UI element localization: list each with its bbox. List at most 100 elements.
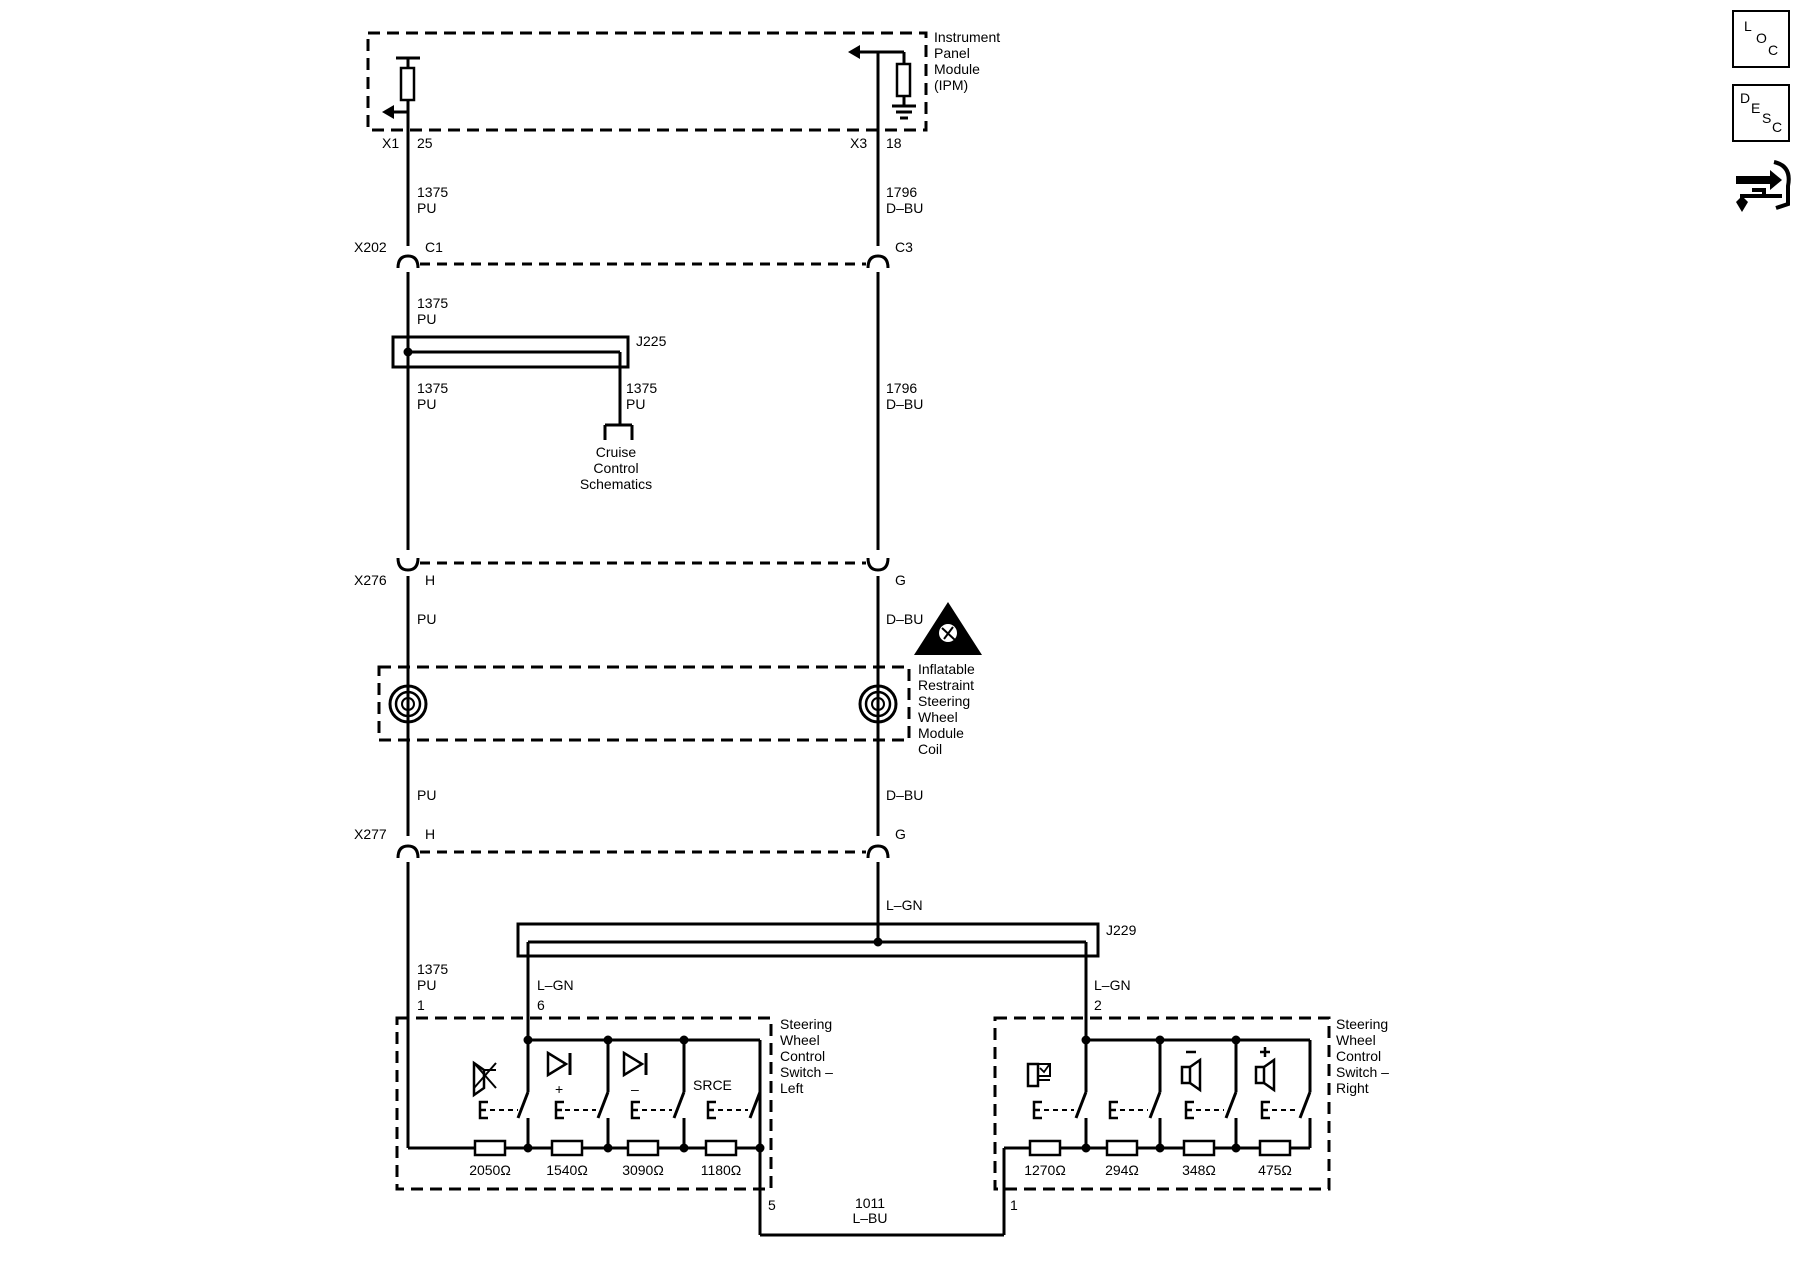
ipm-connector-x3: X3 — [850, 135, 867, 151]
volume-up-icon — [1254, 1047, 1276, 1093]
right-switch-box — [993, 1016, 1331, 1191]
wire-label-pu: PU — [417, 611, 436, 627]
clockspring-coil-left — [388, 684, 428, 724]
splice-j225 — [391, 335, 634, 440]
left-switch-pin-6: 6 — [537, 997, 545, 1013]
wire-label-dbu: D–BU — [886, 396, 923, 412]
splice-label-j225: J225 — [636, 333, 667, 349]
svg-text:Coil: Coil — [918, 741, 942, 757]
seek-up-plus-label: + — [555, 1081, 563, 1097]
left-switch-pin-1: 1 — [417, 997, 425, 1013]
wire-label-pu: PU — [626, 396, 645, 412]
coil-label: Inflatable Restraint Steering Wheel Modu… — [918, 661, 975, 757]
connector-label-x276: X276 — [354, 572, 387, 588]
connector-label-h: H — [425, 826, 435, 842]
right-switch-label: Steering Wheel Control Switch – Right — [1336, 1016, 1389, 1096]
svg-text:Wheel: Wheel — [780, 1032, 820, 1048]
svg-text:Steering: Steering — [780, 1016, 832, 1032]
svg-text:Control: Control — [780, 1048, 825, 1064]
seek-down-minus-label: – — [631, 1081, 639, 1097]
description-icon[interactable]: D E S C — [1732, 84, 1790, 142]
resistor-value: 1270Ω — [1024, 1162, 1066, 1178]
wire-1011-lbu — [758, 1148, 1006, 1237]
svg-text:Switch –: Switch – — [780, 1064, 833, 1080]
wire-label-lbu: L–BU — [852, 1210, 887, 1226]
connector-label-x277: X277 — [354, 826, 387, 842]
phone-icon — [1026, 1062, 1051, 1088]
wire-label-1375: 1375 — [417, 380, 448, 396]
wire-label-1375: 1375 — [417, 295, 448, 311]
splice-label-j229: J229 — [1106, 922, 1137, 938]
svg-text:Schematics: Schematics — [580, 476, 652, 492]
svg-text:Cruise: Cruise — [596, 444, 637, 460]
source-label: SRCE — [693, 1077, 732, 1093]
wire-label-lgn: L–GN — [537, 977, 574, 993]
wire-label-dbu: D–BU — [886, 200, 923, 216]
connector-label-c3: C3 — [895, 239, 913, 255]
svg-text:Panel: Panel — [934, 45, 970, 61]
svg-text:Instrument: Instrument — [934, 29, 1000, 45]
svg-text:Steering: Steering — [1336, 1016, 1388, 1032]
left-switch-label: Steering Wheel Control Switch – Left — [780, 1016, 833, 1096]
wire-label-pu: PU — [417, 977, 436, 993]
connector-repair-icon[interactable] — [1730, 156, 1794, 220]
resistor-value: 294Ω — [1105, 1162, 1139, 1178]
resistor-value: 475Ω — [1258, 1162, 1292, 1178]
connector-label-c1: C1 — [425, 239, 443, 255]
svg-text:Switch –: Switch – — [1336, 1064, 1389, 1080]
svg-text:Control: Control — [593, 460, 638, 476]
connector-label-x202: X202 — [354, 239, 387, 255]
splice-j229 — [516, 922, 1100, 1040]
connector-x202 — [396, 254, 890, 269]
right-switch-circuit — [1002, 1035, 1312, 1230]
cruise-control-link[interactable]: Cruise Control Schematics — [580, 444, 652, 492]
ipm-label: Instrument Panel Module (IPM) — [934, 29, 1000, 93]
right-switch-pin-1: 1 — [1010, 1197, 1018, 1213]
svg-text:(IPM): (IPM) — [934, 77, 968, 93]
resistor-value: 1540Ω — [546, 1162, 588, 1178]
connector-label-g: G — [895, 572, 906, 588]
wire-label-1375: 1375 — [417, 184, 448, 200]
airbag-warning-icon — [914, 602, 982, 655]
svg-text:Left: Left — [780, 1080, 803, 1096]
connector-x276 — [396, 557, 890, 572]
connector-label-g: G — [895, 826, 906, 842]
seek-up-icon — [546, 1050, 572, 1078]
connector-label-h: H — [425, 572, 435, 588]
svg-text:Restraint: Restraint — [918, 677, 974, 693]
svg-text:Module: Module — [934, 61, 980, 77]
svg-text:Right: Right — [1336, 1080, 1369, 1096]
mute-icon — [472, 1060, 497, 1098]
right-switch-pin-2: 2 — [1094, 997, 1102, 1013]
resistor-value: 348Ω — [1182, 1162, 1216, 1178]
volume-down-icon — [1180, 1050, 1202, 1093]
wire-label-dbu: D–BU — [886, 787, 923, 803]
svg-text:Control: Control — [1336, 1048, 1381, 1064]
wire-label-lgn: L–GN — [1094, 977, 1131, 993]
ipm-module-box — [366, 31, 928, 132]
clockspring-coil-right — [858, 684, 898, 724]
svg-text:Inflatable: Inflatable — [918, 661, 975, 677]
wire-label-1796: 1796 — [886, 184, 917, 200]
wire-label-pu: PU — [417, 396, 436, 412]
svg-text:Module: Module — [918, 725, 964, 741]
wire-label-1375: 1375 — [417, 961, 448, 977]
wire-label-dbu: D–BU — [886, 611, 923, 627]
wire-label-pu: PU — [417, 200, 436, 216]
wire-label-1375: 1375 — [626, 380, 657, 396]
ipm-connector-x1: X1 — [382, 135, 399, 151]
left-switch-pin-5: 5 — [768, 1197, 776, 1213]
resistor-value: 3090Ω — [622, 1162, 664, 1178]
svg-text:Wheel: Wheel — [918, 709, 958, 725]
seek-down-icon — [622, 1050, 648, 1078]
ipm-left-internal — [382, 56, 420, 119]
left-switch-circuit — [408, 1035, 765, 1157]
wire-label-pu: PU — [417, 311, 436, 327]
left-switch-box — [395, 1016, 773, 1191]
wire-label-1796: 1796 — [886, 380, 917, 396]
coil-box — [377, 665, 911, 742]
location-icon[interactable]: L O C — [1732, 10, 1790, 68]
wire-label-1011: 1011 — [855, 1195, 885, 1211]
ipm-pin-25: 25 — [417, 135, 433, 151]
